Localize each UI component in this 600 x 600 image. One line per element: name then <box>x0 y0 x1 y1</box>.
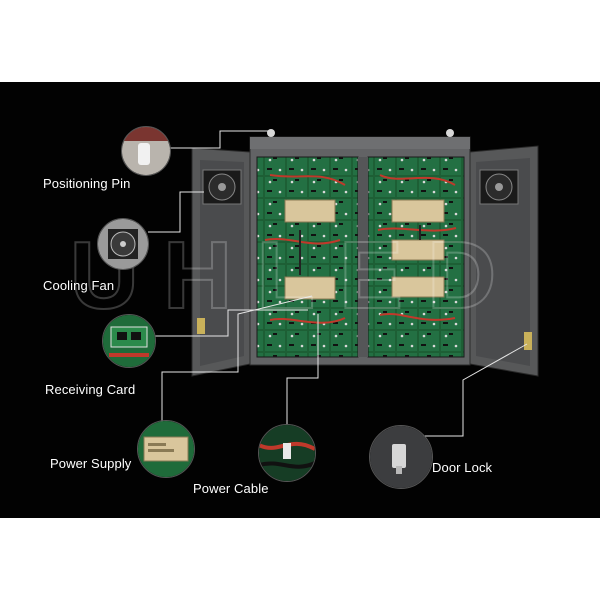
leader-door-lock <box>410 343 528 437</box>
label-door-lock: Door Lock <box>432 460 493 475</box>
pin-icon <box>122 127 170 175</box>
cable-icon <box>259 425 315 481</box>
receiving-card-thumbnail <box>102 314 156 368</box>
cooling-fan-thumbnail <box>97 218 149 270</box>
label-positioning-pin: Positioning Pin <box>43 176 131 191</box>
leader-positioning-pin <box>168 130 268 149</box>
power-cable-thumbnail <box>258 424 316 482</box>
fan-icon <box>98 219 148 269</box>
positioning-pin-thumbnail <box>121 126 171 176</box>
leader-power-cable <box>286 314 319 432</box>
power-supply-thumbnail <box>137 420 195 478</box>
leader-cooling-fan <box>148 191 204 233</box>
psu-right-2 <box>391 239 445 261</box>
label-power-cable: Power Cable <box>193 481 269 496</box>
label-power-supply: Power Supply <box>50 456 132 471</box>
leader-receiving-card <box>155 309 308 337</box>
psu-icon <box>138 421 194 477</box>
label-cooling-fan: Cooling Fan <box>43 278 115 293</box>
psu-right-1 <box>391 199 445 223</box>
door-lock-thumbnail <box>369 425 433 489</box>
leader-power-supply <box>161 295 313 430</box>
psu-left-2 <box>284 276 336 300</box>
psu-right-3 <box>391 276 445 298</box>
lock-icon <box>370 426 432 488</box>
circuit-board-icon <box>103 315 155 367</box>
psu-left-1 <box>284 199 336 223</box>
label-receiving-card: Receiving Card <box>45 382 136 397</box>
